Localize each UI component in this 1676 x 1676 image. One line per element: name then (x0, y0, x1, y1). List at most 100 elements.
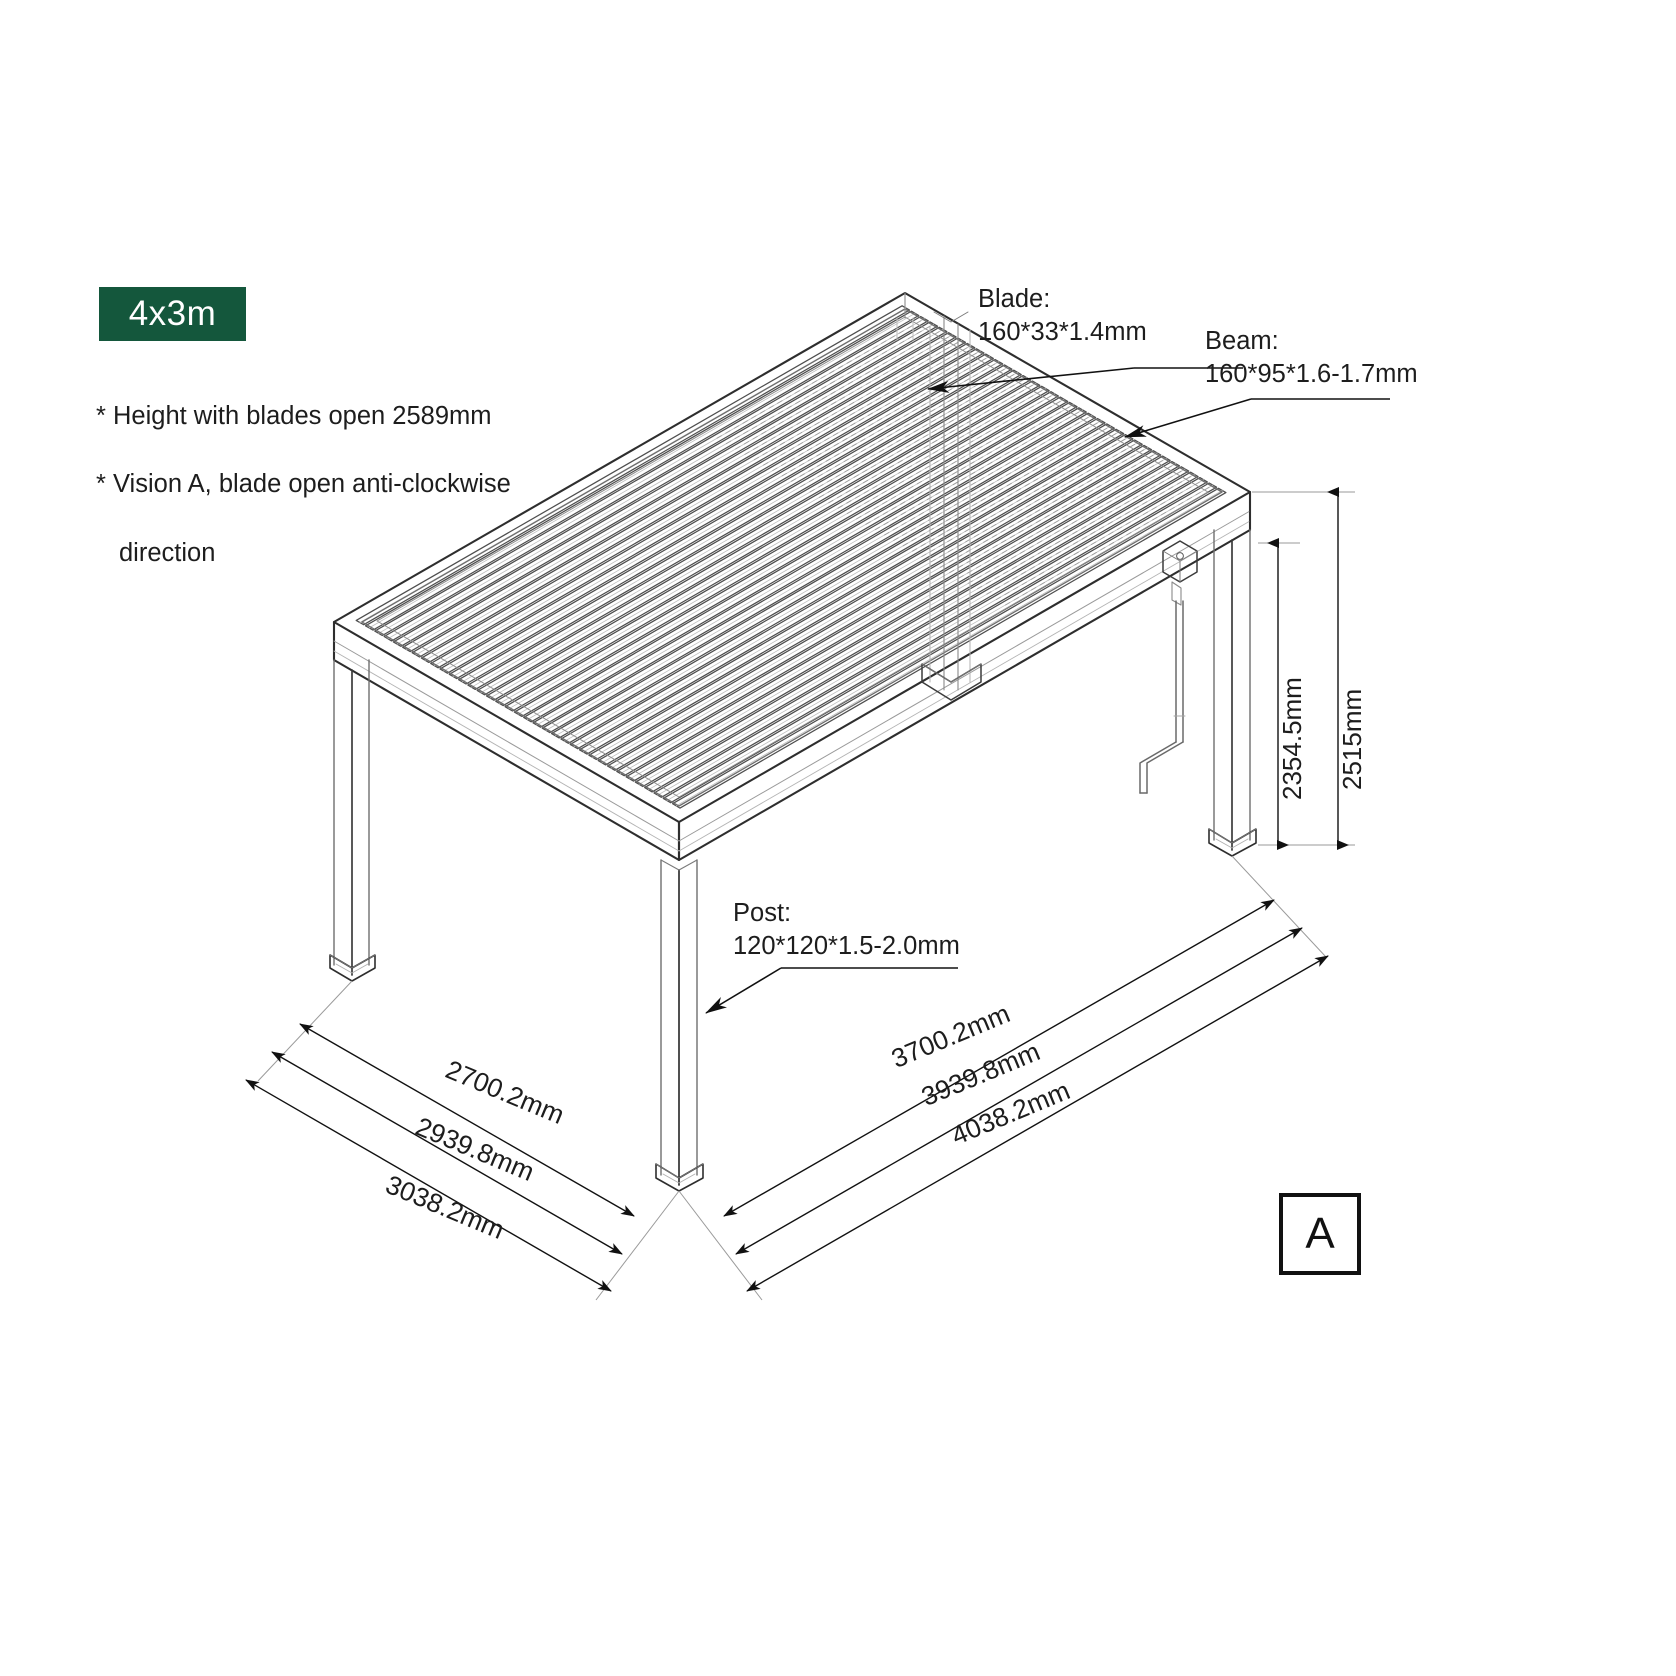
louvre-pivot-hidden-line (800, 366, 1009, 488)
louvre-pivot-hidden-line (967, 463, 1177, 584)
louvre-blade (541, 412, 1097, 734)
louvre-pivot-hidden-line (846, 393, 1056, 514)
louvre-pivot-hidden-line (995, 479, 1205, 601)
view-marker-label: A (1305, 1209, 1335, 1258)
louvre-blade (550, 417, 1106, 739)
louvre-blade (532, 407, 1087, 728)
louvre-blade (495, 385, 1050, 707)
louvre-blade (383, 321, 939, 642)
left-dimension-2700 (299, 1023, 635, 1217)
louvre-pivot-hidden-line (911, 430, 1121, 552)
note-line-2: * Vision A, blade open anti-clockwise (96, 470, 511, 499)
leader-post (705, 967, 958, 1014)
louvre-blade (578, 433, 1134, 755)
louvre-pivot-hidden-line (716, 318, 925, 439)
callout-blade-title: Blade: (978, 285, 1051, 313)
callout-beam-title: Beam: (1205, 327, 1279, 355)
louvre-blade (662, 482, 1218, 804)
louvre-pivot-hidden-line (772, 350, 981, 471)
louvre-blade (634, 466, 1190, 788)
leader-blade (927, 367, 1243, 393)
callout-post: Post: 120*120*1.5-2.0mm (733, 897, 960, 963)
louvre-pivot-hidden-line (856, 398, 1065, 520)
louvre-pivot-hidden-line (763, 345, 972, 466)
louvre-blade (644, 471, 1199, 793)
roof-louvre-blades (355, 305, 1227, 809)
louvre-pivot-hidden-line (1005, 484, 1214, 606)
callout-blade-spec: 160*33*1.4mm (978, 318, 1147, 347)
louvre-blade (625, 460, 1181, 782)
louvre-pivot-hidden-line (828, 382, 1037, 504)
right-dimension-3939 (735, 927, 1303, 1255)
louvre-pivot-hidden-line (874, 409, 1084, 531)
callout-beam-spec: 160*95*1.6-1.7mm (1205, 360, 1418, 389)
louvre-pivot-hidden-line (818, 377, 1028, 498)
louvre-blade-crease (368, 312, 916, 629)
louvre-blade (485, 380, 1041, 701)
louvre-pivot-hidden-line (977, 468, 1186, 590)
leader-beam (1124, 398, 1390, 438)
louvre-pivot-hidden-line (921, 436, 1130, 558)
louvre-pivot-hidden-line (949, 452, 1158, 574)
louvre-pivot-hidden-line (837, 388, 1046, 509)
post-left (329, 659, 376, 982)
louvre-pivot-hidden-line (958, 457, 1167, 579)
louvre-blade (392, 326, 948, 647)
louvre-blade-crease (675, 490, 1223, 807)
louvre-pivot-hidden-line (986, 473, 1195, 595)
size-badge-label: 4x3m (128, 294, 217, 333)
left-dimension-3038 (245, 1079, 612, 1292)
louvre-blade (523, 401, 1078, 723)
louvre-pivot-hidden-line (781, 355, 991, 477)
dimension-label-height-outer: 2515mm (1337, 688, 1367, 790)
dimension-annotations (245, 367, 1390, 1301)
louvre-blade (374, 315, 929, 637)
louvre-blade (448, 358, 1004, 680)
louvre-blade (355, 305, 911, 626)
post-back (896, 317, 914, 341)
louvre-pivot-hidden-line (753, 339, 963, 461)
louvre-blade (420, 342, 976, 664)
note-line-3: direction (119, 538, 216, 567)
louvre-blade (411, 337, 967, 658)
post-front (655, 859, 704, 1192)
louvre-pivot-hidden-line (930, 441, 1139, 563)
post-right (1208, 529, 1257, 857)
louvre-pivot-hidden-line (790, 361, 1000, 482)
louvre-blade (569, 428, 1125, 750)
callout-post-spec: 120*120*1.5-2.0mm (733, 932, 960, 961)
louvre-blade (560, 423, 1115, 744)
louvre-blade (588, 439, 1143, 761)
louvre-pivot-hidden-line (884, 414, 1093, 536)
louvre-pivot-hidden-line (735, 328, 944, 450)
callout-blade: Blade: 160*33*1.4mm (978, 283, 1147, 349)
louvre-blade (402, 332, 957, 653)
louvre-pivot-hidden-line (893, 420, 1102, 541)
callout-post-title: Post: (733, 899, 792, 927)
louvre-blade (439, 353, 994, 674)
note-line-1: * Height with blades open 2589mm (96, 402, 492, 431)
louvre-blade (504, 391, 1060, 712)
right-dimension-4038 (746, 955, 1329, 1292)
louvre-blade (616, 455, 1171, 777)
louvre-blade (430, 348, 985, 669)
notes-block: * Height with blades open 2589mm * Visio… (96, 365, 616, 604)
view-marker: A (1279, 1193, 1361, 1275)
louvre-blade (653, 476, 1208, 798)
louvre-blade (467, 369, 1022, 691)
louvre-pivot-hidden-line (725, 323, 935, 445)
louvre-blade (476, 374, 1032, 696)
dimension-label-height-inner: 2354.5mm (1277, 677, 1307, 800)
louvre-blade (513, 396, 1069, 718)
louvre-pivot-hidden-line (902, 425, 1111, 547)
crank-mechanism (1139, 540, 1198, 794)
louvre-blade (364, 310, 920, 631)
louvre-pivot-hidden-line (744, 334, 953, 455)
louvre-blade (606, 450, 1162, 771)
callout-beam: Beam: 160*95*1.6-1.7mm (1205, 325, 1418, 391)
louvre-blade (457, 364, 1013, 685)
louvre-blade (597, 444, 1153, 766)
louvre-pivot-hidden-line (809, 371, 1018, 493)
